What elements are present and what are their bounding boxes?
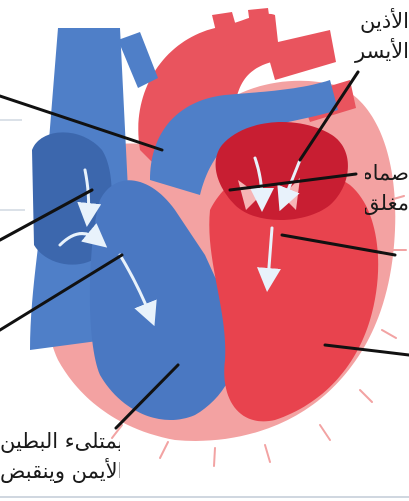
label-valve-line1: صمام — [365, 158, 409, 188]
label-right-ventricle-line2: الأيمن وينقبض — [0, 456, 120, 486]
aorta-branch-2 — [248, 8, 272, 40]
label-valve-line2: مغلق — [365, 188, 409, 218]
label-left-atrium: الأذين الأيسر — [339, 6, 409, 66]
pulmonary-artery-branch — [118, 32, 158, 88]
label-left-atrium-line1: الأذين — [339, 6, 409, 36]
label-left-atrium-line2: الأيسر — [339, 36, 409, 66]
label-right-atrium-line1: في — [0, 306, 14, 336]
label-valve: صمام مغلق — [365, 158, 409, 218]
label-right-atrium-line2: و — [0, 336, 14, 366]
left-atrium — [216, 122, 348, 220]
label-right-ventricle-line1: يمتلىء البطين — [0, 426, 120, 456]
label-right-atrium: في و — [0, 306, 14, 366]
label-right-ventricle: يمتلىء البطين الأيمن وينقبض — [0, 426, 120, 486]
